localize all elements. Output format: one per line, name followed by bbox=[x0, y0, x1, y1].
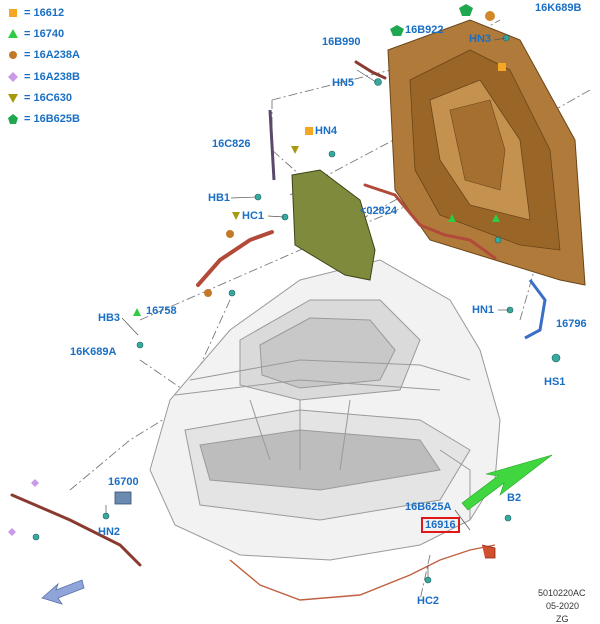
olive-triangle-down-icon bbox=[8, 93, 18, 103]
callout-HS1: HS1 bbox=[544, 376, 566, 388]
callout-B2: B2 bbox=[507, 492, 522, 504]
callout-16B990: 16B990 bbox=[322, 36, 361, 48]
callout-HC1: HC1 bbox=[242, 210, 265, 222]
drawing-code: 5010220AC bbox=[538, 588, 586, 598]
green-triangle-icon bbox=[8, 29, 18, 39]
hood-latch-bracket bbox=[524, 279, 547, 340]
callout-HN4: HN4 bbox=[315, 125, 338, 137]
callout-leaders bbox=[105, 37, 509, 578]
hood-release-cable bbox=[229, 544, 496, 601]
callout-HN5: HN5 bbox=[332, 77, 355, 89]
callout-16B922: 16B922 bbox=[405, 24, 444, 36]
weatherstrips bbox=[10, 60, 497, 567]
callout-16C826: 16C826 bbox=[212, 138, 251, 150]
hood-insulator bbox=[291, 169, 376, 281]
callout-HN1: HN1 bbox=[472, 304, 495, 316]
highlight-pointer-arrow bbox=[461, 454, 553, 511]
callout-HB1: HB1 bbox=[208, 192, 231, 204]
callout-HB3: HB3 bbox=[98, 312, 121, 324]
callout-16796: 16796 bbox=[556, 318, 587, 330]
legend-label: = 16A238B bbox=[24, 70, 80, 83]
green-pentagon-icon bbox=[8, 113, 18, 124]
callout-HN3: HN3 bbox=[469, 33, 492, 45]
front-direction-arrow bbox=[41, 579, 85, 605]
legend-label: = 16A238A bbox=[24, 49, 80, 62]
legend-label: = 16740 bbox=[24, 28, 65, 41]
orange-square-icon bbox=[9, 9, 17, 17]
callout-16758: 16758 bbox=[146, 305, 177, 317]
legend-label: = 16B625B bbox=[24, 112, 80, 125]
callout-16K689B: 16K689B bbox=[535, 2, 582, 14]
cable-end-bracket bbox=[481, 544, 496, 559]
legend-label: = 16C630 bbox=[24, 91, 73, 104]
drawing-initials: ZG bbox=[556, 614, 569, 624]
callout-HN2: HN2 bbox=[98, 526, 121, 538]
callout-HC2: HC2 bbox=[417, 595, 440, 607]
hood-prop-rod bbox=[268, 109, 276, 181]
vehicle-body bbox=[149, 259, 501, 561]
callout-02824: <02824 bbox=[360, 205, 398, 217]
callout-16700: 16700 bbox=[108, 476, 139, 488]
legend-label: = 16612 bbox=[24, 7, 65, 19]
callout-16916-highlighted: 16916 bbox=[421, 517, 460, 533]
drawing-date: 05-2020 bbox=[546, 601, 580, 611]
hood-latch bbox=[114, 491, 132, 505]
callout-16K689A: 16K689A bbox=[70, 346, 117, 358]
brown-circle-icon bbox=[9, 51, 17, 60]
hood-panel bbox=[387, 19, 586, 286]
diagram-symbols bbox=[8, 4, 506, 536]
violet-diamond-icon bbox=[8, 71, 18, 82]
callout-16B625A: 16B625A bbox=[405, 501, 452, 513]
